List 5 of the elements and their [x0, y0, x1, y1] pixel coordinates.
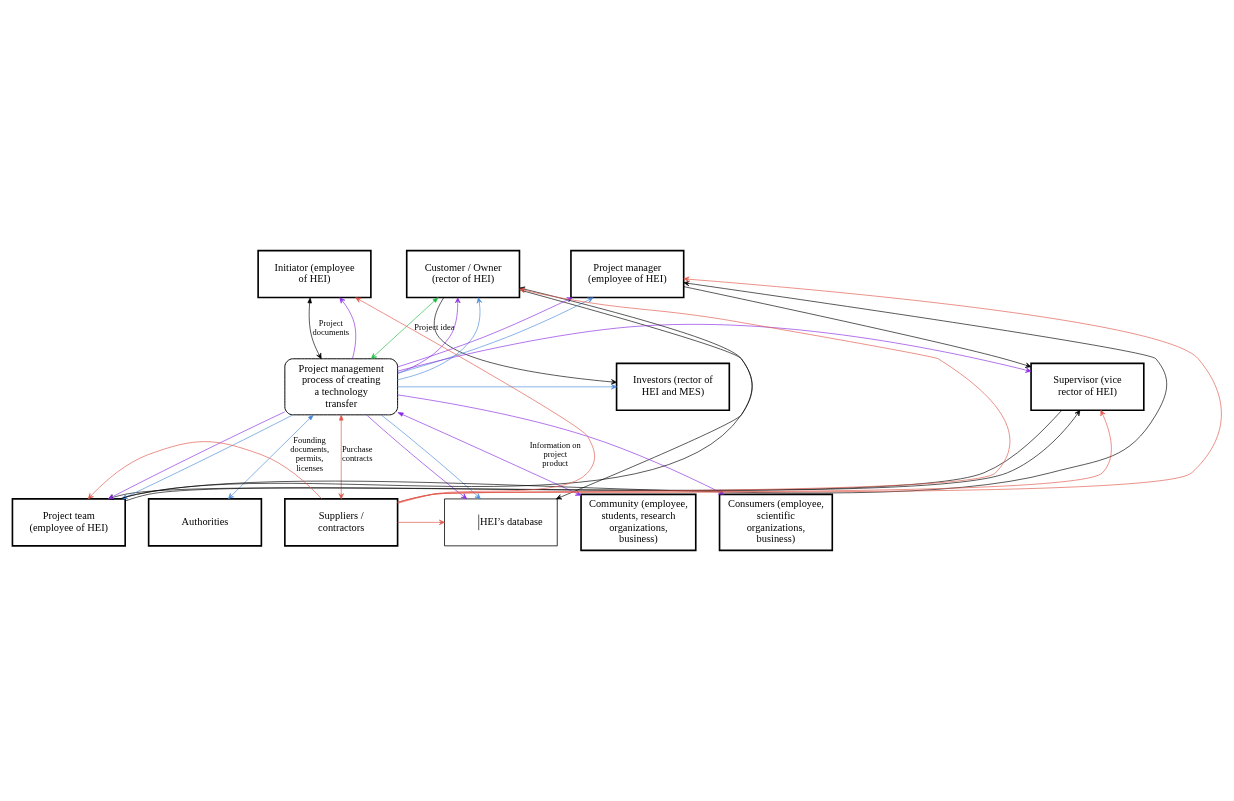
- edge-label: Project idea: [414, 322, 455, 333]
- edge-label: Purchase contracts: [341, 444, 373, 464]
- edge-label: Project documents: [312, 317, 350, 337]
- edge-label: Founding documents, permits, licenses: [290, 435, 330, 473]
- edge-label: Information on project product: [529, 439, 581, 468]
